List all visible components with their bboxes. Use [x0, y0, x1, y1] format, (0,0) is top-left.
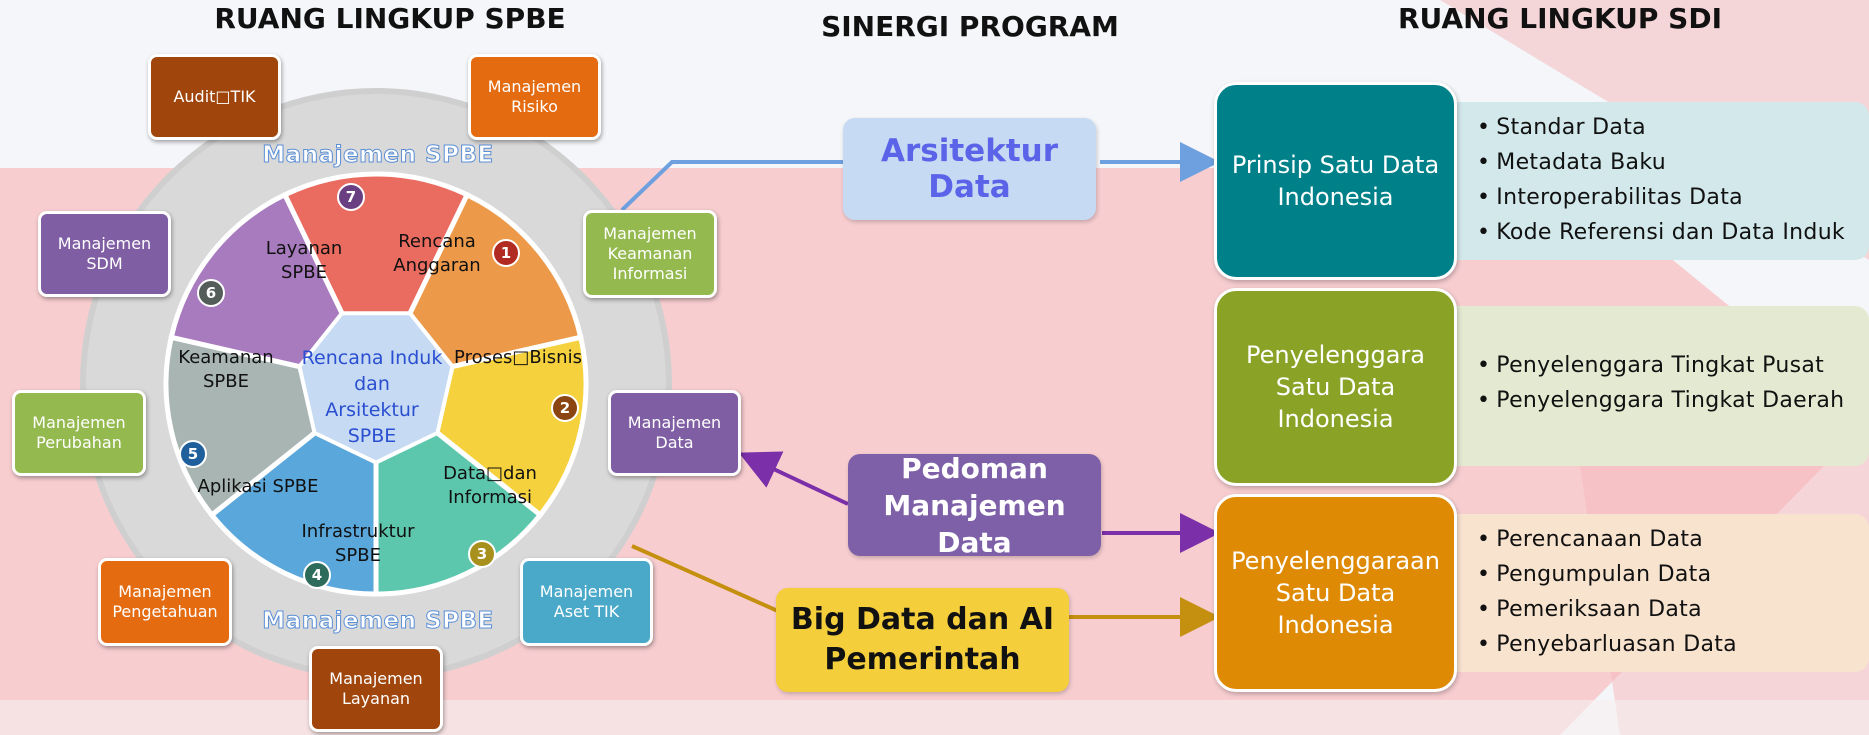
- wheel-segment-4: [373, 429, 544, 597]
- panel-penyelenggara-items: Penyelenggara Tingkat Pusat Penyelenggar…: [1455, 306, 1869, 466]
- segment-number-7: 7: [337, 183, 365, 211]
- list-item: Penyebarluasan Data: [1477, 627, 1869, 662]
- ring-label-top: Manajemen SPBE: [262, 142, 494, 169]
- wheel-segment-3: [434, 334, 589, 519]
- program-arsitektur-data: Arsitektur Data: [843, 118, 1096, 220]
- wheel-segment-2: [406, 191, 584, 370]
- list-item: Kode Referensi dan Data Induk: [1477, 215, 1869, 250]
- panel-prinsip-items: Standar Data Metadata Baku Interoperabil…: [1455, 102, 1869, 260]
- list-item: Interoperabilitas Data: [1477, 180, 1869, 215]
- segment-number-6: 6: [197, 279, 225, 307]
- heading-sdi-scope: RUANG LINGKUP SDI: [1398, 2, 1722, 35]
- panel-penyelenggaraan-items: Perencanaan Data Pengumpulan Data Pemeri…: [1455, 514, 1869, 672]
- segment-number-2: 2: [551, 394, 579, 422]
- segment-label-aplikasi: Aplikasi SPBE: [197, 476, 319, 497]
- arsitektur-left-connector: [620, 160, 845, 212]
- arrow-pedoman-to-manajemen-data: [738, 451, 849, 506]
- list-item: Penyelenggara Tingkat Pusat: [1477, 348, 1869, 383]
- center-heptagon: [298, 312, 454, 464]
- heading-spbe-scope: RUANG LINGKUP SPBE: [214, 2, 566, 35]
- list-item: Pemeriksaan Data: [1477, 592, 1869, 627]
- segment-label-proses-bisnis: Proses□Bisnis: [454, 347, 582, 368]
- list-item: Metadata Baku: [1477, 145, 1869, 180]
- wheel-segment-7: [168, 191, 346, 370]
- list-item: Perencanaan Data: [1477, 522, 1869, 557]
- segment-number-5: 5: [179, 440, 207, 468]
- list-item: Standar Data: [1477, 110, 1869, 145]
- heading-program-synergy: SINERGI PROGRAM: [821, 10, 1119, 43]
- wheel-segment-1: [281, 171, 471, 317]
- segment-number-3: 3: [468, 540, 496, 568]
- wheel-segment-5: [208, 429, 379, 597]
- ring-label-bottom: Manajemen SPBE: [262, 608, 494, 635]
- segment-number-1: 1: [492, 239, 520, 267]
- list-item: Penyelenggara Tingkat Daerah: [1477, 383, 1869, 418]
- bigdata-left-connector: [631, 544, 781, 614]
- wheel-segment-6: [163, 334, 318, 519]
- box-audit-tik: Audit□TIK: [148, 54, 281, 140]
- segment-number-4: 4: [303, 561, 331, 589]
- list-item: Pengumpulan Data: [1477, 557, 1869, 592]
